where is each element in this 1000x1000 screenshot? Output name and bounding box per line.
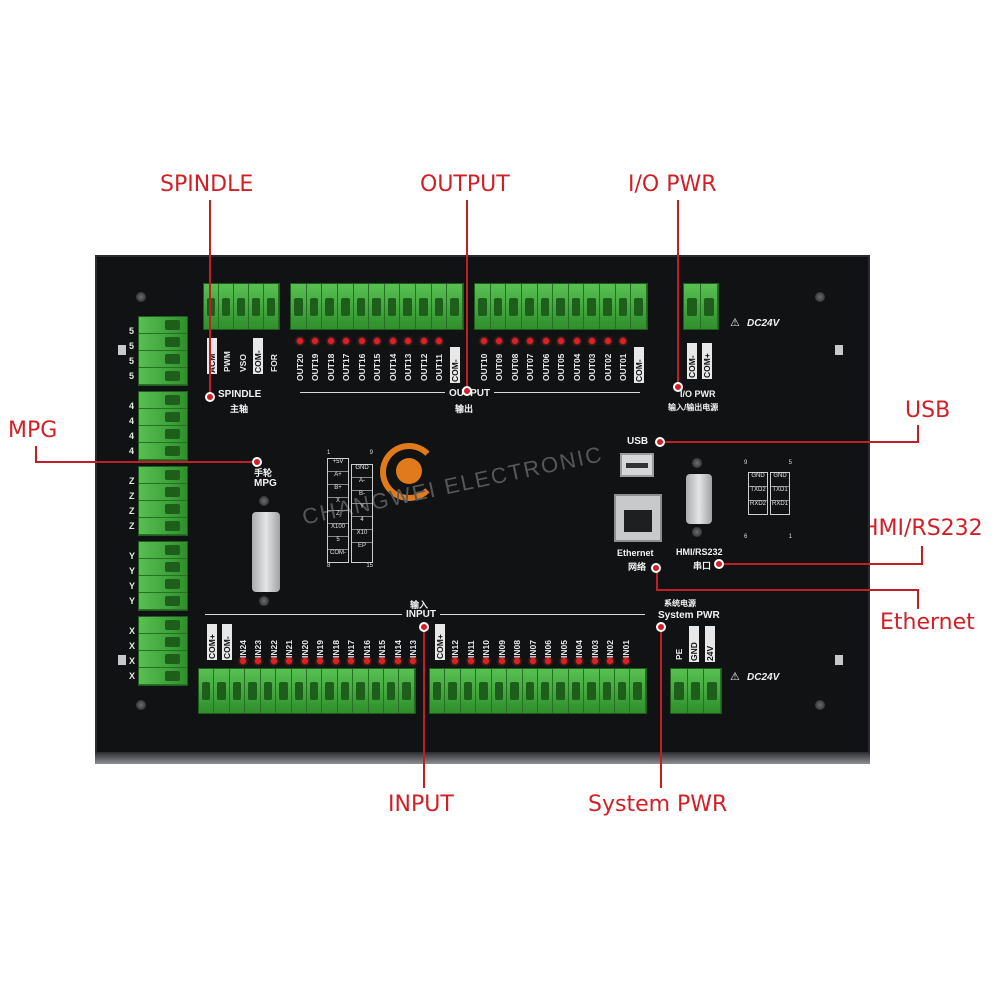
callout-dot-io-pwr (673, 382, 683, 392)
callout-line-spindle (209, 200, 211, 398)
io-pwr-label: I/O PWR (680, 389, 716, 399)
io-pwr-terminal[interactable] (683, 283, 719, 330)
axis-terminal-4[interactable] (138, 391, 188, 461)
axis-terminal-5[interactable] (138, 316, 188, 386)
callout-line-ethernet-v (656, 568, 658, 590)
system-pwr-terminal[interactable] (670, 668, 722, 714)
panel-bevel (95, 752, 870, 764)
callout-dot-hmi (714, 559, 724, 569)
mpg-cn-label: 手轮 (254, 468, 273, 478)
mpg-db15-connector[interactable] (252, 512, 280, 592)
callout-line-mpg-h (35, 461, 257, 463)
output-cn-label: 输出 (455, 404, 474, 414)
brand-logo-icon (380, 443, 438, 501)
callout-dot-mpg (252, 457, 262, 467)
mount-tab (118, 655, 126, 665)
screw (815, 700, 825, 710)
spindle-pin-labels: ACM PWM VSO COM- FOR (204, 338, 282, 374)
callout-mpg: MPG (8, 418, 58, 443)
dc24v-top-label: DC24V (747, 318, 780, 329)
output-terminal-right[interactable] (474, 283, 648, 330)
output-terminal-left[interactable] (290, 283, 464, 330)
rs232-pinout-table: 9 5 GND TXD2 RXD2 GND TXD1 RXD1 6 1 (744, 460, 792, 540)
callout-line-hmi-v (921, 546, 923, 565)
callout-output: OUTPUT (420, 172, 510, 197)
callout-line-input (423, 628, 425, 788)
callout-line-usb-h (660, 441, 918, 443)
callout-ethernet: Ethernet (880, 610, 975, 635)
input-cn-label: 输入 (410, 600, 429, 610)
input-label: INPUT (402, 609, 440, 620)
axis-terminal-x[interactable] (138, 616, 188, 686)
spindle-label: SPINDLE (218, 389, 262, 400)
callout-dot-system-pwr (656, 622, 666, 632)
input-terminal-right[interactable] (429, 668, 647, 714)
warning-icon: ⚠ (730, 671, 740, 683)
mount-tab (835, 345, 843, 355)
input-pin-labels-left: COM+ COM- IN24 IN23 IN22 IN21 IN20 IN19 … (204, 624, 421, 669)
screw (815, 292, 825, 302)
callout-input: INPUT (388, 792, 454, 817)
screw (136, 700, 146, 710)
hmi-label: HMI/RS232 (676, 547, 723, 557)
callout-line-usb-v (917, 425, 919, 443)
mpg-label: MPG (254, 478, 277, 489)
system-pwr-pin-labels: PE GND 24V (671, 626, 718, 662)
callout-line-io-pwr (677, 200, 679, 388)
brand-logo-core (396, 458, 422, 484)
output-pin-labels-left: OUT20 OUT19 OUT18 OUT17 OUT16 OUT15 OUT1… (292, 338, 463, 383)
callout-dot-usb (655, 437, 665, 447)
callout-usb: USB (905, 398, 951, 423)
callout-dot-spindle (205, 392, 215, 402)
rs232-db9-connector[interactable] (686, 474, 712, 524)
callout-dot-output (462, 386, 472, 396)
io-pwr-cn-label: 输入/输出电源 (668, 403, 719, 412)
screw (136, 292, 146, 302)
callout-line-hmi-h (719, 563, 922, 565)
hmi-cn-label: 串口 (693, 561, 712, 571)
rs232-screw (692, 458, 702, 468)
mount-tab (118, 345, 126, 355)
usb-port[interactable] (620, 453, 654, 477)
axis-terminal-z[interactable] (138, 466, 188, 536)
output-pin-labels-right: OUT10 OUT09 OUT08 OUT07 OUT06 OUT05 OUT0… (476, 338, 647, 383)
callout-dot-input (419, 622, 429, 632)
callout-line-system-pwr (660, 628, 662, 788)
ethernet-port[interactable] (614, 494, 662, 542)
callout-line-mpg-v (35, 446, 37, 462)
mpg-screw (259, 496, 269, 506)
callout-line-output (466, 200, 468, 392)
dc24v-bottom-label: DC24V (747, 672, 780, 683)
system-pwr-cn-label: 系统电源 (664, 599, 696, 608)
callout-hmi: HMI/RS232 (862, 516, 983, 541)
callout-spindle: SPINDLE (160, 172, 254, 197)
spindle-cn-label: 主轴 (230, 404, 249, 414)
callout-system-pwr: System PWR (588, 792, 728, 817)
ethernet-label: Ethernet (617, 548, 654, 558)
system-pwr-label: System PWR (658, 610, 720, 621)
rs232-screw (692, 527, 702, 537)
ethernet-cn-label: 网络 (628, 562, 647, 572)
axis-terminal-y[interactable] (138, 541, 188, 611)
callout-dot-ethernet (651, 563, 661, 573)
io-pwr-pin-labels: COM- COM+ (684, 343, 715, 379)
input-pin-labels-right: COM+ IN12 IN11 IN10 IN09 IN08 IN07 IN06 … (432, 624, 634, 669)
mpg-screw (259, 596, 269, 606)
callout-line-ethernet-v2 (917, 589, 919, 609)
input-terminal-left[interactable] (198, 668, 416, 714)
mount-tab (835, 655, 843, 665)
spindle-terminal[interactable] (203, 283, 280, 330)
callout-io-pwr: I/O PWR (628, 172, 717, 197)
callout-line-ethernet-h (656, 589, 918, 591)
usb-label: USB (627, 436, 649, 447)
warning-icon: ⚠ (730, 317, 740, 329)
mpg-pinout-table: 1 9 +5V A+ B+ X Z X100 5 COM- GND A- B- … (327, 450, 373, 569)
